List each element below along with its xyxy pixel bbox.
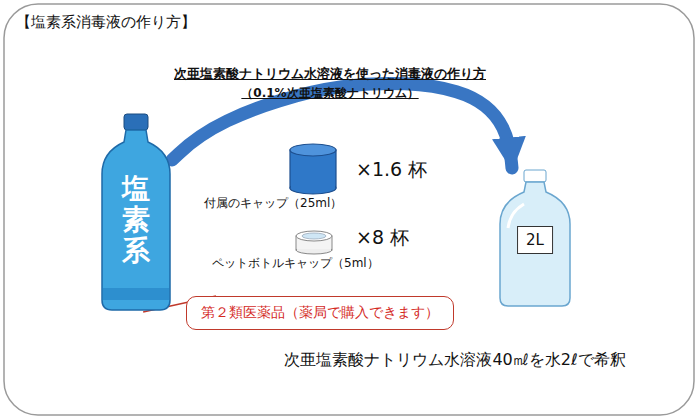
callout-box: 第２類医薬品（薬局で購入できます） xyxy=(186,296,454,330)
subtitle-note: （0.1%次亜塩素酸ナトリウム） xyxy=(241,86,418,100)
flow-arrow xyxy=(172,83,512,168)
subtitle: 次亜塩素酸ナトリウム水溶液を使った消毒液の作り方 xyxy=(174,66,486,82)
bottle-label: 塩素系 xyxy=(122,174,150,266)
volume-label: 2L xyxy=(517,226,553,254)
caption: 次亜塩素酸ナトリウム水溶液40㎖を水2ℓで希釈 xyxy=(284,350,625,369)
measuring-cap-icon xyxy=(290,144,336,194)
water-bottle: 2L xyxy=(498,168,572,308)
cap-count: ×8 杯 xyxy=(356,226,409,249)
frame xyxy=(4,4,694,415)
callout-text: 第２類医薬品（薬局で購入できます） xyxy=(201,304,439,322)
cap-label: ペットボトルキャップ（5ml） xyxy=(212,256,379,270)
chlorine-bottle: 塩素系 xyxy=(100,112,172,312)
bottle-cap-icon xyxy=(296,231,332,254)
cap-count: ×1.6 杯 xyxy=(356,158,427,181)
title: 【塩素系消毒液の作り方】 xyxy=(16,13,196,31)
cap-label: 付属のキャップ（25ml） xyxy=(204,196,342,210)
